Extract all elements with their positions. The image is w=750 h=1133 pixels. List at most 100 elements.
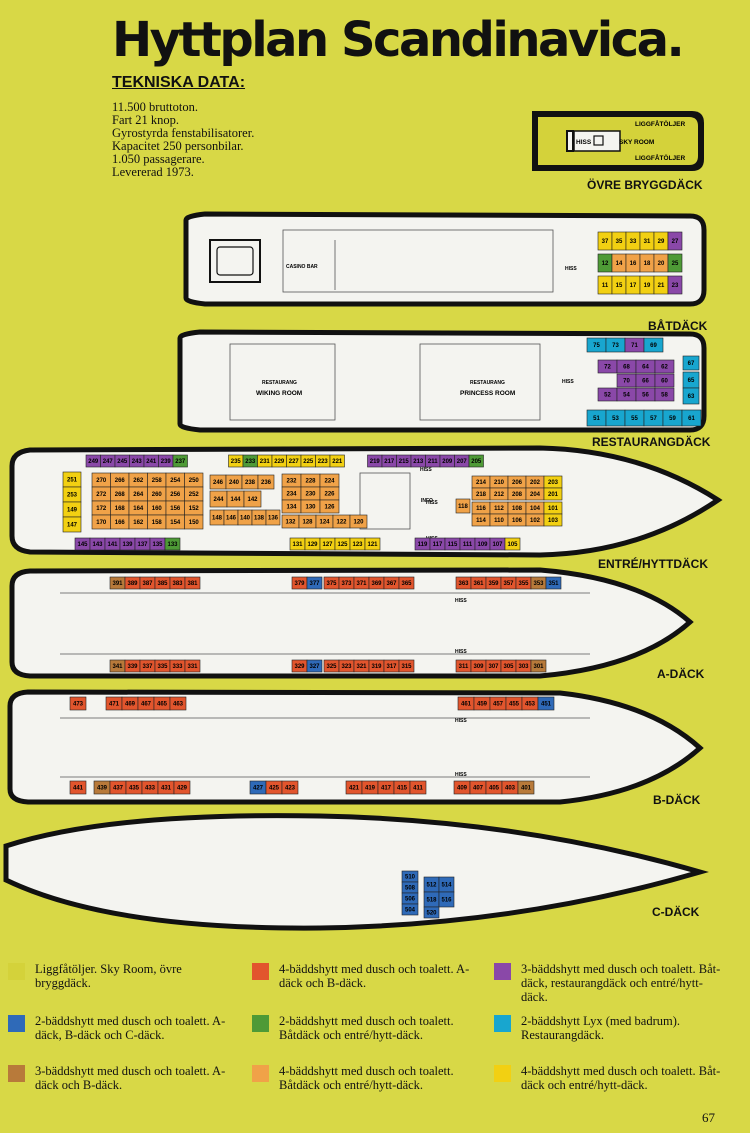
cabin-number-150: 150 [189, 520, 200, 526]
legend-text: 2-bäddshytt med dusch och toalett. Båtdä… [279, 1014, 454, 1042]
cabin-number-451: 451 [541, 702, 552, 708]
cabin-number-118: 118 [458, 504, 468, 510]
tech-data-heading: TEKNISKA DATA: [112, 74, 246, 91]
legend-text: 3-bäddshytt med dusch och toalett. A-däc… [35, 1064, 226, 1092]
cabin-number-148: 148 [212, 516, 223, 522]
cabin-number-20: 20 [658, 261, 665, 267]
cabin-number-512: 512 [426, 883, 437, 889]
cabin-58 [654, 387, 675, 402]
cabin-number-309: 309 [473, 664, 484, 670]
cabin-number-54: 54 [623, 393, 630, 399]
cabin-327 [306, 659, 323, 673]
legend-swatch [8, 963, 25, 980]
cabin-number-369: 369 [371, 581, 382, 587]
cabin-number-109: 109 [477, 542, 488, 548]
cabin-number-327: 327 [309, 664, 320, 670]
cabin-number-439: 439 [97, 786, 108, 792]
sky-room-label: SKY ROOM [619, 139, 654, 146]
legend-text: 4-bäddshytt med dusch och toalett. Båt-d… [521, 1064, 721, 1092]
legend-swatch [252, 963, 269, 980]
cabin-number-355: 355 [518, 581, 529, 587]
cabin-number-270: 270 [96, 478, 107, 484]
cabin-number-252: 252 [189, 492, 200, 498]
cabin-number-339: 339 [127, 664, 138, 670]
cabin-number-234: 234 [286, 492, 297, 498]
cabin-463 [169, 696, 187, 711]
cabin-number-272: 272 [96, 492, 107, 498]
bridge-lounge-label-top: LIGGFÅTÖLJER [635, 119, 686, 128]
cabin-number-203: 203 [548, 480, 559, 486]
cabin-number-243: 243 [132, 459, 143, 465]
cabin-number-237: 237 [175, 459, 186, 465]
cabin-number-219: 219 [370, 459, 381, 465]
legend-text: 4-bäddshytt med dusch och toalett. Båtdä… [279, 1064, 454, 1092]
cabin-205 [468, 454, 484, 468]
cabin-number-329: 329 [294, 664, 305, 670]
cabin-number-210: 210 [494, 480, 505, 486]
cabin-number-70: 70 [623, 379, 630, 385]
cabin-number-437: 437 [113, 786, 124, 792]
cabin-number-301: 301 [533, 664, 544, 670]
legend-item-2bed-luxury: 2-bäddshytt Lyx (med badrum). Restaurang… [494, 1014, 724, 1042]
entrance-hiss-label-1: HISS [420, 467, 432, 473]
cabin-number-467: 467 [141, 702, 152, 708]
cabin-number-145: 145 [77, 542, 88, 548]
cabin-number-18: 18 [644, 261, 651, 267]
a-deck-hiss-label-1: HISS [455, 598, 467, 604]
cabin-number-213: 213 [413, 459, 424, 465]
cabin-number-214: 214 [476, 480, 487, 486]
cabin-number-379: 379 [294, 581, 305, 587]
cabin-331 [184, 659, 201, 673]
cabin-number-405: 405 [489, 786, 500, 792]
cabin-62 [654, 359, 675, 374]
cabin-number-419: 419 [365, 786, 376, 792]
cabin-133 [164, 537, 181, 551]
cabin-number-144: 144 [230, 497, 241, 503]
legend-item-4bed-orange: 4-bäddshytt med dusch och toalett. Båtdä… [252, 1064, 482, 1092]
cabin-number-337: 337 [142, 664, 153, 670]
cabin-number-518: 518 [426, 898, 437, 904]
legend-text: 4-bäddshytt med dusch och toalett. A-däc… [279, 962, 470, 990]
cabin-315 [398, 659, 415, 673]
b-deck-hiss-label-1: HISS [455, 718, 467, 724]
cabin-number-254: 254 [170, 478, 181, 484]
cabin-number-72: 72 [604, 365, 611, 371]
cabin-number-206: 206 [512, 480, 523, 486]
cabin-number-131: 131 [292, 542, 303, 548]
cabin-number-391: 391 [112, 581, 123, 587]
cabin-number-57: 57 [650, 416, 657, 422]
cabin-number-381: 381 [187, 581, 198, 587]
cabin-number-323: 323 [341, 664, 352, 670]
cabin-451 [537, 696, 555, 711]
cabin-number-401: 401 [521, 786, 532, 792]
cabin-number-453: 453 [525, 702, 536, 708]
cabin-number-207: 207 [457, 459, 468, 465]
cabin-105 [504, 537, 521, 551]
cabin-number-353: 353 [533, 581, 544, 587]
spec-car-capacity: Kapacitet 250 personbilar. [112, 139, 244, 153]
cabin-number-256: 256 [170, 492, 181, 498]
legend-text: Liggfåtöljer. Sky Room, övre bryggdäck. [35, 962, 182, 990]
cabin-201 [543, 487, 563, 501]
legend-swatch [494, 963, 511, 980]
bridge-hiss-label: HISS [576, 139, 592, 146]
deck-label-bridge: ÖVRE BRYGGDÄCK [587, 178, 703, 192]
cabin-number-12: 12 [602, 261, 609, 267]
cabin-number-516: 516 [441, 898, 452, 904]
cabin-number-459: 459 [477, 702, 488, 708]
cabin-number-132: 132 [285, 520, 296, 526]
cabin-number-164: 164 [133, 506, 144, 512]
cabin-number-103: 103 [548, 518, 559, 524]
cabin-number-61: 61 [688, 416, 695, 422]
cabin-number-415: 415 [397, 786, 408, 792]
legend-item-4bed-red: 4-bäddshytt med dusch och toalett. A-däc… [252, 962, 482, 990]
cabin-number-433: 433 [145, 786, 156, 792]
cabin-number-236: 236 [261, 480, 272, 486]
cabin-number-239: 239 [161, 459, 172, 465]
legend-swatch [8, 1065, 25, 1082]
page-title: Hyttplan Scandinavica. [112, 12, 685, 68]
page-number: 67 [702, 1110, 715, 1125]
cabin-number-246: 246 [213, 480, 224, 486]
cabin-number-35: 35 [616, 239, 623, 245]
cabin-236 [257, 474, 275, 490]
